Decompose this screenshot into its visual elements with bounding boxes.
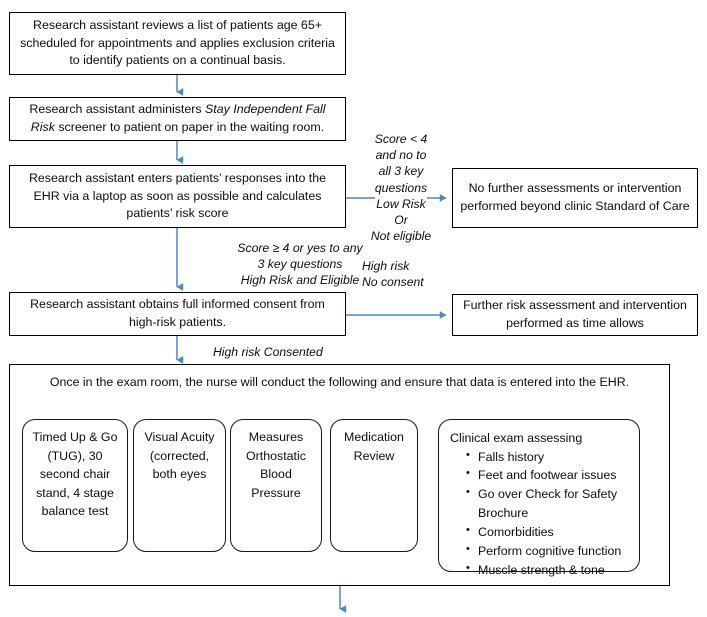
outcome-box-further-assessment[interactable]: Further risk assessment and intervention…	[452, 294, 698, 336]
task-box-orthostatic-bp[interactable]: Measures Orthostatic Blood Pressure	[230, 419, 322, 552]
list-item: Falls history	[466, 447, 631, 467]
outcome-box-no-further-assessment-text: No further assessments or intervention p…	[460, 181, 690, 213]
task-box-visual-acuity-text: Visual Acuity (corrected, both eyes	[144, 430, 215, 482]
task-box-medication-review-text: Medication Review	[344, 430, 404, 463]
process-box-obtain-consent-text: Research assistant obtains full informed…	[30, 297, 325, 329]
list-item: Comorbidities	[466, 522, 631, 542]
edge-label-high-risk-eligible: Score ≥ 4 or yes to any 3 key questions …	[237, 241, 363, 288]
edge-label-high-risk-consented: High risk Consented	[213, 345, 323, 359]
process-box-administer-screener[interactable]: Research assistant administers Stay Inde…	[9, 97, 346, 141]
edge-label-high-risk-no-consent: High risk No consent	[362, 259, 424, 290]
exam-room-header: Once in the exam room, the nurse will co…	[49, 375, 630, 389]
task-box-tug-text: Timed Up & Go (TUG), 30 second chair sta…	[32, 430, 118, 519]
process-box-obtain-consent[interactable]: Research assistant obtains full informed…	[9, 292, 346, 336]
process-box-administer-screener-text: Research assistant administers Stay Inde…	[29, 102, 326, 134]
list-item: Perform cognitive function	[466, 541, 631, 561]
outcome-box-no-further-assessment[interactable]: No further assessments or intervention p…	[452, 168, 698, 228]
task-box-orthostatic-bp-text: Measures Orthostatic Blood Pressure	[246, 430, 306, 500]
process-box-enter-responses[interactable]: Research assistant enters patients’ resp…	[9, 165, 346, 228]
edge-label-low-risk: Score < 4 and no to all 3 key questions …	[370, 132, 432, 244]
list-item: Go over Check for Safety Brochure	[466, 484, 631, 523]
clinical-exam-title: Clinical exam assessing	[450, 431, 583, 445]
outcome-box-further-assessment-text: Further risk assessment and intervention…	[463, 298, 687, 330]
process-box-review-patients-text: Research assistant reviews a list of pat…	[20, 18, 335, 68]
process-box-review-patients[interactable]: Research assistant reviews a list of pat…	[9, 12, 346, 75]
task-box-tug[interactable]: Timed Up & Go (TUG), 30 second chair sta…	[22, 419, 128, 552]
list-item: Feet and footwear issues	[466, 465, 631, 485]
task-box-medication-review[interactable]: Medication Review	[330, 419, 418, 552]
task-box-clinical-exam[interactable]: Clinical exam assessing Falls history Fe…	[438, 419, 640, 577]
task-box-visual-acuity[interactable]: Visual Acuity (corrected, both eyes	[133, 419, 226, 552]
list-item: Muscle strength & tone	[466, 560, 631, 580]
process-box-enter-responses-text: Research assistant enters patients’ resp…	[28, 171, 327, 221]
screener-name: Stay Independent Fall Risk	[30, 102, 326, 134]
clinical-exam-list: Falls history Feet and footwear issues G…	[450, 447, 631, 580]
